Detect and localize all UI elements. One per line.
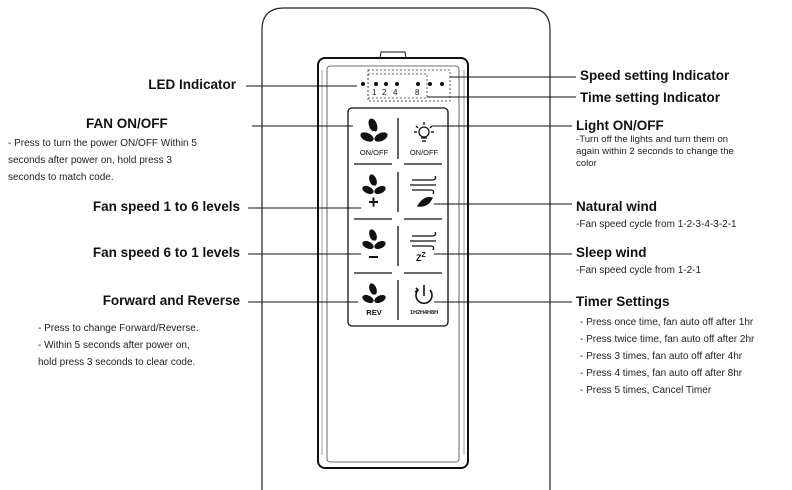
led-dot	[395, 82, 399, 86]
fan-onoff-description: - Press to turn the power ON/OFF Within …	[8, 138, 197, 183]
timer-button[interactable]: 1H2H4H8H	[402, 278, 446, 322]
fan-speed-up-label: Fan speed 1 to 6 levels	[92, 199, 240, 214]
speed-digit: 1	[372, 88, 377, 97]
remote-inner-panel	[326, 65, 460, 463]
wind-sleep-icon	[410, 231, 437, 251]
timer-caption: 1H2H4H8H	[409, 310, 439, 316]
timer-icon	[414, 285, 433, 305]
fan-minus-icon	[362, 229, 386, 258]
remote-top-tab	[379, 51, 407, 59]
sleep-wind-description: -Fan speed cycle from 1-2-1	[576, 265, 702, 276]
reverse-caption: REV	[366, 308, 382, 317]
reverse-label: Forward and Reverse	[102, 293, 240, 308]
wind-leaf-icon	[410, 175, 437, 207]
keypad-frame	[347, 107, 449, 327]
led-dot	[416, 82, 420, 86]
sleep-z-caption: ZZ	[416, 252, 426, 263]
speed-indicator-box	[367, 69, 451, 102]
time-indicator-label: Time setting Indicator	[580, 90, 721, 105]
light-onoff-button[interactable]: ON/OFF	[402, 114, 446, 160]
fan-onoff-caption: ON/OFF	[359, 148, 389, 157]
sleep-wind-button[interactable]: ZZ	[402, 224, 446, 268]
led-dot	[440, 82, 444, 86]
light-bulb-icon	[414, 122, 434, 142]
speed-indicator-label: Speed setting Indicator	[580, 68, 730, 83]
fan-icon	[360, 118, 388, 142]
led-dot	[428, 82, 432, 86]
speed-digit: 2	[382, 88, 387, 97]
natural-wind-label: Natural wind	[576, 199, 658, 214]
fan-speed-up-button[interactable]	[352, 170, 396, 214]
speed-digit: 4	[393, 88, 398, 97]
fan-icon	[362, 283, 386, 304]
reverse-description: - Press to change Forward/Reverse. - Wit…	[38, 323, 199, 368]
wall-plate-outline	[261, 7, 551, 490]
time-indicator-box	[367, 73, 428, 99]
led-dot	[361, 82, 365, 86]
speed-digit: 8	[415, 88, 420, 97]
timer-settings-description: - Press once time, fan auto off after 1h…	[580, 317, 755, 396]
reverse-button[interactable]: REV	[352, 278, 396, 322]
light-onoff-label: Light ON/OFF	[576, 118, 664, 133]
fan-onoff-button[interactable]: ON/OFF	[352, 114, 396, 160]
remote-body	[317, 57, 469, 469]
sleep-wind-label: Sleep wind	[576, 245, 647, 260]
light-onoff-caption: ON/OFF	[409, 148, 439, 157]
light-onoff-description: -Turn off the lights and turn them on ag…	[576, 134, 734, 169]
fan-plus-icon	[362, 174, 386, 207]
natural-wind-button[interactable]	[402, 170, 446, 214]
timer-settings-label: Timer Settings	[576, 294, 670, 309]
natural-wind-description: -Fan speed cycle from 1-2-3-4-3-2-1	[576, 219, 737, 230]
led-dot	[384, 82, 388, 86]
fan-onoff-label: FAN ON/OFF	[86, 116, 168, 131]
led-dot	[374, 82, 378, 86]
fan-speed-down-button[interactable]	[352, 224, 396, 268]
fan-speed-down-label: Fan speed 6 to 1 levels	[92, 245, 240, 260]
led-indicator-label: LED Indicator	[148, 77, 236, 92]
